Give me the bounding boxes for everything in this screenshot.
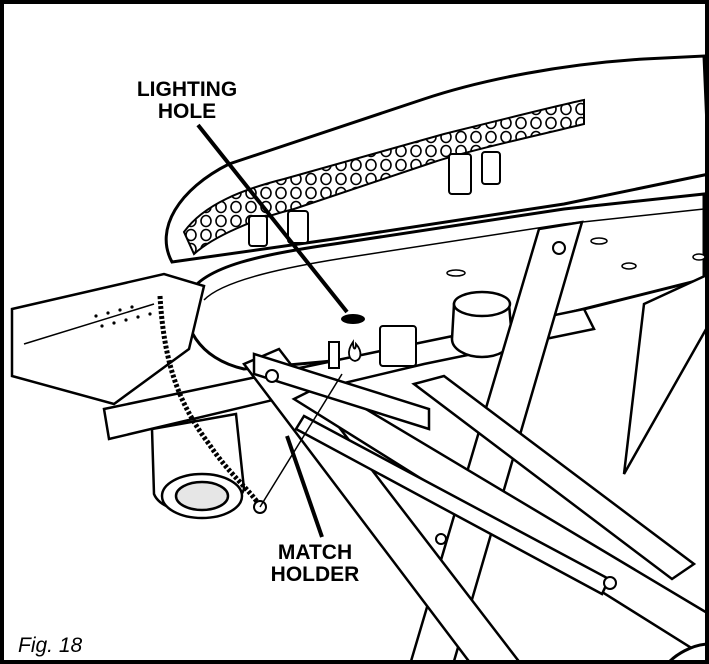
lighting-hole-leader — [196, 123, 349, 314]
lighting-hole-label-line1: LIGHTING — [136, 78, 238, 101]
burner-regulator — [450, 290, 514, 359]
wheel — [669, 642, 705, 660]
match-chain — [157, 295, 263, 508]
match-holder-label: MATCH HOLDER — [250, 542, 380, 586]
shelf-perforations — [94, 305, 152, 328]
lighting-hole-label-line2: HOLE — [157, 100, 217, 123]
firebox-holes — [446, 237, 705, 277]
lid-hinge-right — [448, 151, 501, 195]
grill-illustration — [10, 54, 705, 660]
match-holder-label-line1: MATCH — [277, 541, 353, 564]
match-holder-leader — [285, 435, 324, 538]
propane-cylinder — [150, 412, 246, 520]
lighting-hole-label: LIGHTING HOLE — [122, 79, 252, 123]
lid-hinge-left — [248, 210, 309, 247]
leg-rivets — [265, 241, 617, 590]
flame-icon — [348, 339, 362, 362]
match-holder-bracket — [328, 325, 417, 369]
match-holder-label-line2: HOLDER — [270, 563, 360, 586]
lighting-hole — [341, 314, 365, 324]
side-shelf — [10, 272, 206, 406]
folding-legs — [242, 220, 705, 660]
figure-caption: Fig. 18 — [18, 634, 83, 657]
